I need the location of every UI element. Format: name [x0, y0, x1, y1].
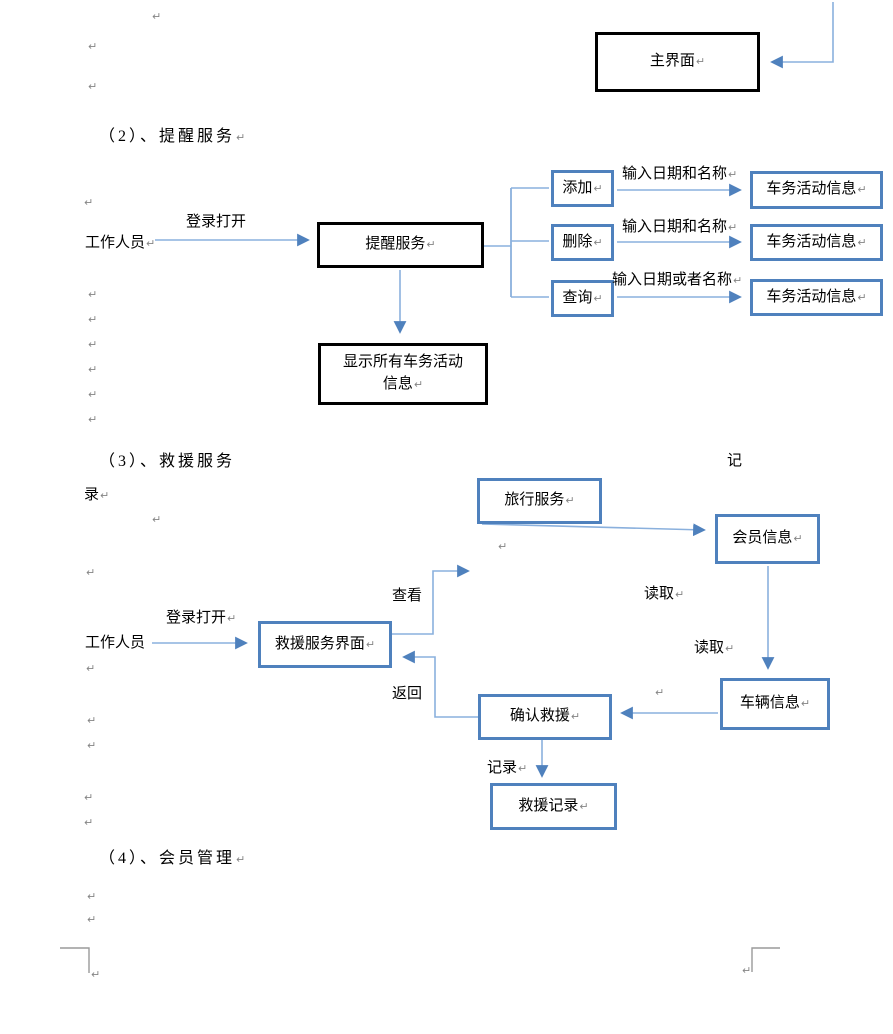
login-open-label-2: 登录打开↵	[166, 610, 237, 626]
paragraph-mark-icon: ↵	[84, 791, 94, 804]
delete-input-label: 输入日期和名称↵	[622, 219, 738, 235]
paragraph-mark-icon: ↵	[87, 890, 97, 903]
paragraph-mark-icon: ↵	[498, 540, 508, 553]
paragraph-mark-icon: ↵	[593, 235, 603, 249]
staff-label-2: 工作人员	[85, 635, 146, 651]
paragraph-mark-icon: ↵	[88, 313, 98, 326]
main-interface-label: 主界面	[649, 53, 695, 70]
section3-heading: （3）、救援服务	[99, 453, 236, 470]
paragraph-mark-icon: ↵	[593, 291, 603, 305]
paragraph-mark-icon: ↵	[88, 338, 98, 351]
paragraph-mark-icon: ↵	[86, 566, 96, 579]
paragraph-mark-icon: ↵	[655, 686, 665, 699]
display-line2: 信息↵	[382, 376, 424, 392]
staff-label-1: 工作人员↵	[85, 235, 156, 251]
vehicle-info-box: 车辆信息↵	[720, 678, 830, 730]
paragraph-mark-icon: ↵	[87, 739, 97, 752]
travel-service-box: 旅行服务↵	[477, 478, 602, 524]
section2-heading: （2）、提醒服务↵	[99, 128, 249, 145]
paragraph-mark-icon: ↵	[800, 697, 811, 711]
paragraph-mark-icon: ↵	[152, 10, 162, 23]
stray-char-lu: 录↵	[84, 487, 110, 503]
query-box: 查询↵	[551, 280, 614, 317]
confirm-rescue-box: 确认救援↵	[478, 694, 612, 740]
paragraph-mark-icon: ↵	[100, 489, 110, 502]
paragraph-mark-icon: ↵	[728, 221, 738, 234]
paragraph-mark-icon: ↵	[236, 131, 249, 144]
paragraph-mark-icon: ↵	[88, 363, 98, 376]
paragraph-mark-icon: ↵	[84, 196, 94, 209]
paragraph-mark-icon: ↵	[91, 968, 101, 981]
view-label: 查看	[392, 588, 423, 604]
paragraph-mark-icon: ↵	[86, 662, 96, 675]
rescue-record-box: 救援记录↵	[490, 783, 617, 830]
paragraph-mark-icon: ↵	[413, 378, 424, 391]
paragraph-mark-icon: ↵	[742, 964, 752, 977]
paragraph-mark-icon: ↵	[570, 710, 581, 724]
paragraph-mark-icon: ↵	[518, 762, 528, 775]
paragraph-mark-icon: ↵	[84, 816, 94, 829]
paragraph-mark-icon: ↵	[579, 799, 589, 813]
display-all-activities-box: 显示所有车务活动 信息↵	[318, 343, 488, 405]
vehicle-activity-info-box-1: 车务活动信息↵	[750, 171, 883, 209]
paragraph-mark-icon: ↵	[88, 40, 98, 53]
vehicle-activity-info-box-2: 车务活动信息↵	[750, 224, 883, 261]
add-box: 添加↵	[551, 170, 614, 207]
paragraph-mark-icon: ↵	[227, 612, 237, 625]
paragraph-mark-icon: ↵	[857, 235, 867, 249]
paragraph-mark-icon: ↵	[593, 181, 603, 195]
record-label: 记录↵	[487, 760, 528, 776]
read-label-1: 读取↵	[644, 586, 685, 602]
paragraph-mark-icon: ↵	[88, 288, 98, 301]
paragraph-mark-icon: ↵	[236, 853, 249, 866]
paragraph-mark-icon: ↵	[728, 168, 738, 181]
paragraph-mark-icon: ↵	[146, 237, 156, 250]
paragraph-mark-icon: ↵	[565, 494, 575, 508]
read-label-2: 读取↵	[694, 640, 735, 656]
paragraph-mark-icon: ↵	[87, 913, 97, 926]
section4-heading: （4）、会员管理↵	[99, 850, 249, 867]
paragraph-mark-icon: ↵	[725, 642, 735, 655]
main-interface-box: 主界面↵	[595, 32, 760, 92]
rescue-service-ui-box: 救援服务界面↵	[258, 621, 392, 668]
paragraph-mark-icon: ↵	[152, 513, 162, 526]
display-line1: 显示所有车务活动	[342, 354, 463, 371]
paragraph-mark-icon: ↵	[426, 238, 436, 252]
paragraph-mark-icon: ↵	[733, 274, 743, 287]
delete-box: 删除↵	[551, 224, 614, 261]
login-open-label-1: 登录打开	[186, 214, 247, 230]
paragraph-mark-icon: ↵	[695, 55, 706, 69]
vehicle-activity-info-box-3: 车务活动信息↵	[750, 279, 883, 316]
paragraph-mark-icon: ↵	[88, 413, 98, 426]
paragraph-mark-icon: ↵	[675, 588, 685, 601]
add-input-label: 输入日期和名称↵	[622, 166, 738, 182]
paragraph-mark-icon: ↵	[87, 714, 97, 727]
member-info-box: 会员信息↵	[715, 514, 820, 564]
paragraph-mark-icon: ↵	[365, 637, 376, 651]
paragraph-mark-icon: ↵	[857, 183, 867, 197]
query-input-label: 输入日期或者名称↵	[612, 272, 743, 288]
return-label: 返回	[392, 686, 423, 702]
paragraph-mark-icon: ↵	[88, 80, 98, 93]
paragraph-mark-icon: ↵	[793, 532, 803, 546]
paragraph-mark-icon: ↵	[88, 388, 98, 401]
paragraph-mark-icon: ↵	[857, 290, 867, 304]
stray-char-ji: 记	[727, 453, 743, 469]
reminder-service-box: 提醒服务↵	[317, 222, 484, 268]
